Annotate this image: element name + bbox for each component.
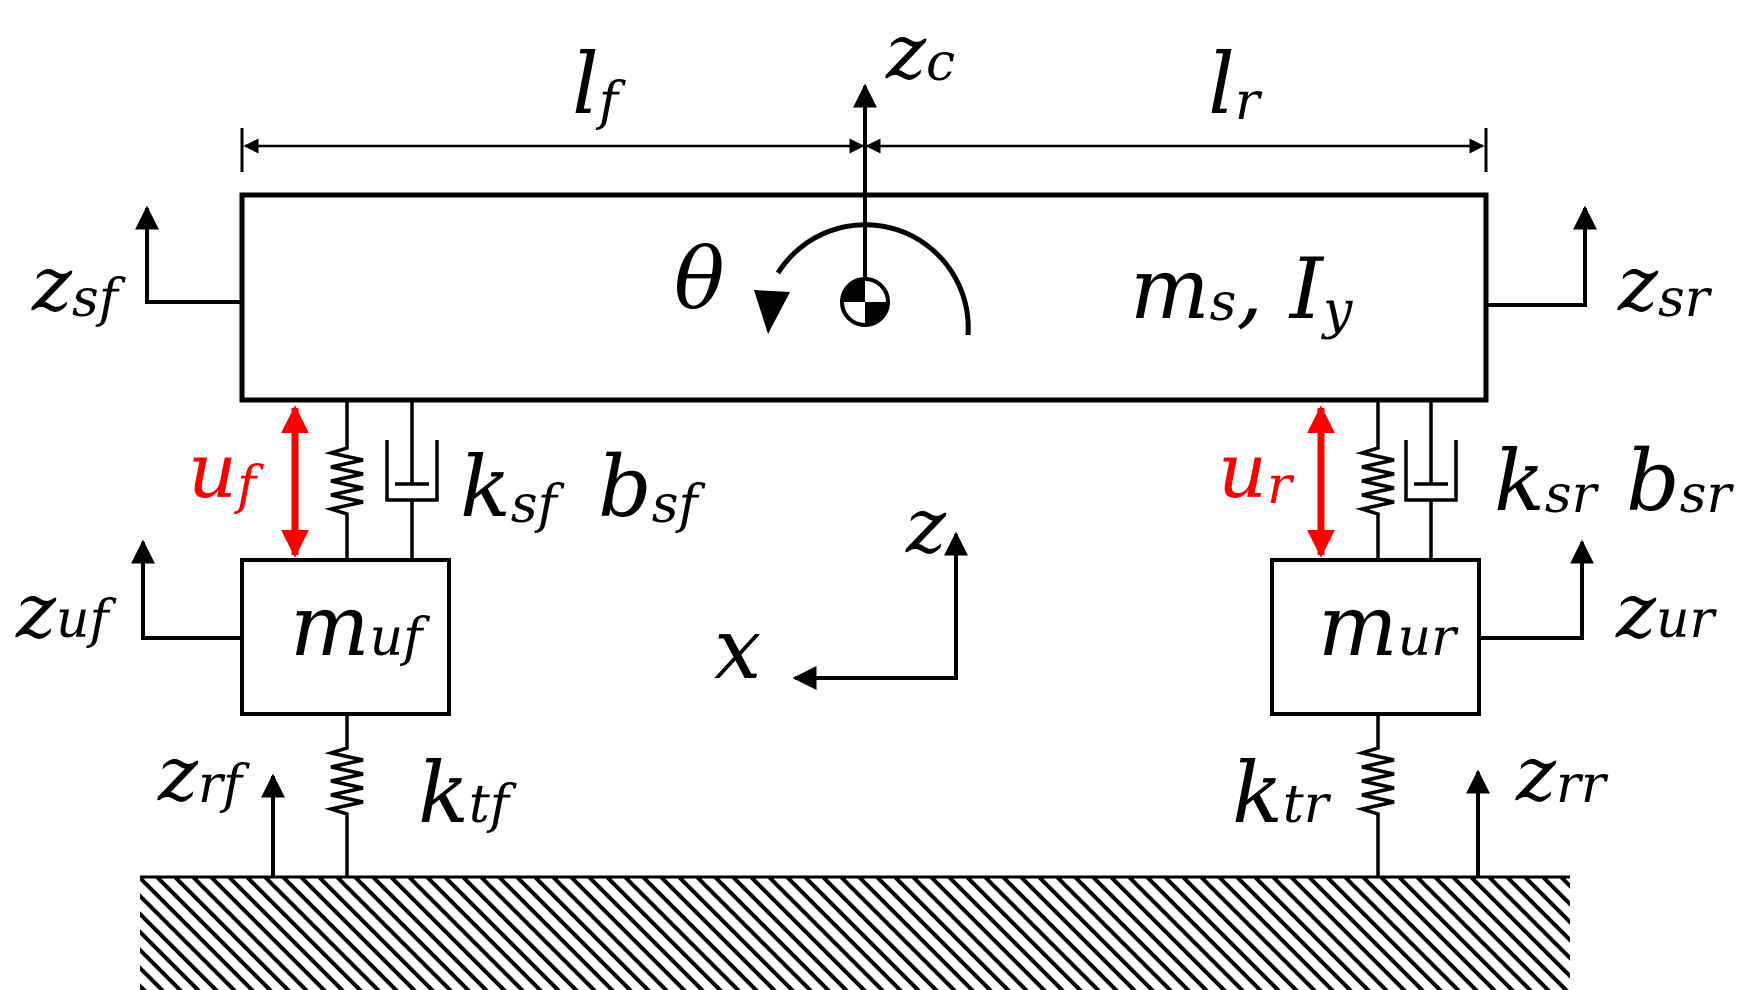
front-suspension: [281, 400, 439, 560]
ksf-label: ksf: [460, 438, 565, 536]
zur-label: zur: [1615, 566, 1718, 655]
zsf-label: zsf: [31, 239, 126, 329]
zsf-indicator: [135, 205, 242, 304]
ktr-label: ktr: [1232, 744, 1332, 842]
bsf-label: bsf: [598, 438, 705, 536]
zur-arrow: [1479, 539, 1594, 640]
zuf-label: zuf: [15, 566, 117, 655]
theta-label: θ: [674, 230, 725, 328]
zsr-label: zsr: [1617, 239, 1713, 329]
zuf-arrow: [131, 539, 242, 640]
front-spring: [324, 400, 364, 560]
mass-inertia-label: ms, Iy: [1130, 240, 1353, 341]
pitch-arc-arrow: [775, 222, 971, 336]
length-dimension: [240, 128, 1488, 172]
zsf-arrow: [135, 205, 242, 304]
zsr-arrow: [1486, 205, 1597, 307]
uf-label: uf: [188, 426, 264, 516]
ksr-label: ksr: [1494, 432, 1600, 530]
coordinate-axes: [792, 531, 968, 690]
coordinate-frame: [792, 531, 968, 690]
zrf-label: zrf: [157, 729, 250, 818]
ktf-label: ktf: [418, 744, 517, 842]
muf-label: muf: [290, 577, 430, 675]
rear-tire-spring: [1355, 714, 1395, 877]
rear-damper: [1404, 400, 1458, 560]
ground-hatch: [140, 877, 1570, 990]
ur-label: ur: [1218, 426, 1295, 516]
rear-suspension: [1307, 400, 1458, 560]
pitch-arrow-head: [754, 290, 790, 334]
front-damper: [385, 400, 439, 560]
lr-label: lr: [1208, 35, 1263, 133]
zrr-label: zrr: [1515, 729, 1609, 818]
center-of-gravity: [754, 83, 971, 336]
cog-quadrant-top-left: [842, 279, 865, 302]
zsr-indicator: [1486, 205, 1597, 307]
cog-quadrant-bottom-right: [865, 302, 888, 325]
rear-spring: [1355, 400, 1395, 560]
x-axis-label: x: [714, 600, 761, 698]
zc-label: zc: [885, 7, 955, 96]
z-axis-label: z: [905, 481, 947, 570]
mur-label: mur: [1318, 577, 1459, 675]
bsr-label: bsr: [1626, 432, 1734, 530]
ground: [140, 875, 1570, 990]
front-tire-spring: [324, 714, 364, 877]
lf-label: lf: [572, 35, 626, 133]
